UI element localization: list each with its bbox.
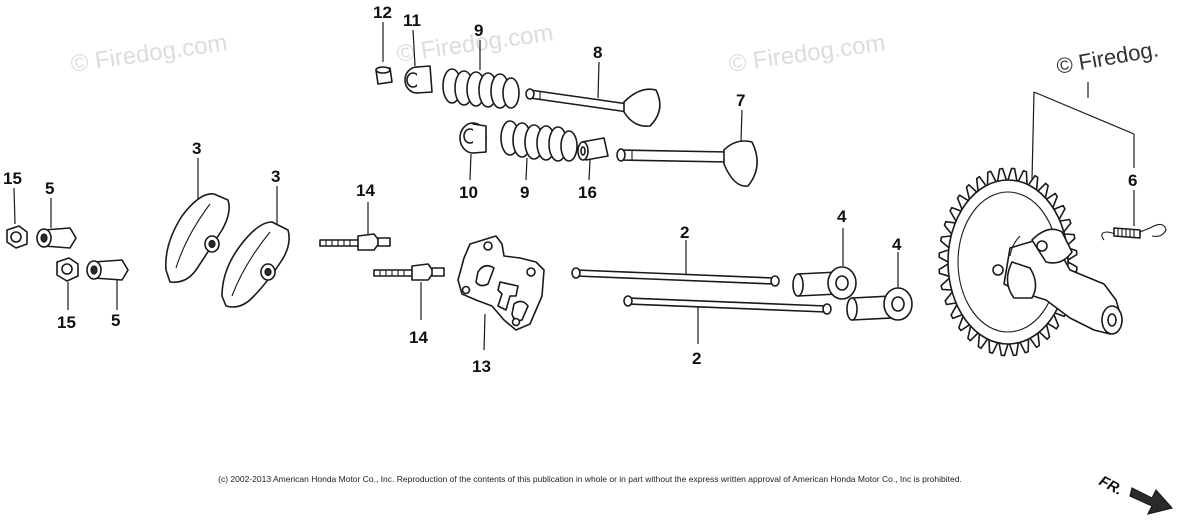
callout-6: 6 [1128,171,1137,190]
callout-10: 10 [459,183,478,202]
callout-9-lower: 9 [520,183,529,202]
watermark-3: © Firedog.com [727,29,887,78]
part-8-intake-valve [525,88,661,128]
leader-16 [588,159,591,181]
callout-16: 16 [578,183,597,202]
callout-15-lower: 15 [57,313,76,332]
bracket-leader [1031,82,1135,181]
part-2-push-rod-lower [623,295,832,315]
part-7-exhaust-valve [616,140,758,187]
callout-15-upper: 15 [3,169,22,188]
callout-3-left: 3 [192,139,201,158]
part-6-decompressor-spring [1101,223,1167,241]
callout-12: 12 [373,3,392,22]
callout-2-lower: 2 [692,349,701,368]
part-15-nut-upper [6,225,28,249]
part-16-valve-stem-cap [577,137,609,161]
leader-10 [469,153,472,181]
callout-2-upper: 2 [680,223,689,242]
callout-3-right: 3 [271,167,280,186]
part-3-rocker-arm-right [221,221,290,308]
part-2-push-rod-upper [571,267,780,287]
callout-13: 13 [472,357,491,376]
part-13-push-rod-guide-plate [457,235,545,331]
leader-9-lower [525,157,528,181]
part-14-pivot-bolt-lower [373,263,445,281]
callout-5-lower: 5 [111,311,120,330]
callout-14-lower: 14 [409,328,428,347]
part-3-rocker-arm-left [165,193,230,284]
part-camshaft-assembly [938,167,1123,357]
callout-4-lower: 4 [892,235,902,254]
callout-7: 7 [736,91,745,110]
copyright-notice: (c) 2002-2013 American Honda Motor Co., … [218,474,962,484]
part-12-valve-cotter [375,66,393,85]
front-direction-arrow-icon [1129,487,1174,515]
part-5-pivot-upper [36,227,77,249]
part-14-pivot-bolt-upper [319,233,391,251]
leader-7 [740,109,743,143]
callout-4-upper: 4 [837,207,847,226]
leader-13 [483,313,486,351]
callout-14-upper: 14 [356,181,375,200]
leader-11 [412,29,416,67]
part-9-valve-spring-lower [500,120,578,162]
watermark-4: © Firedog. [1055,36,1161,79]
callout-5-upper: 5 [45,179,54,198]
part-4-tappet-lower [846,287,913,321]
part-10-valve-spring-seat [459,122,487,154]
watermark-1: © Firedog.com [69,29,229,78]
callout-9-upper: 9 [474,21,483,40]
part-11-valve-retainer [404,65,433,94]
part-4-tappet-upper [792,266,857,300]
part-5-pivot-lower [86,259,129,281]
callout-8: 8 [593,43,602,62]
callout-11: 11 [403,11,421,30]
part-9-valve-spring-upper [442,68,520,109]
part-15-nut-lower [56,257,79,282]
leader-8 [597,61,600,99]
leader-15-upper [13,187,16,225]
